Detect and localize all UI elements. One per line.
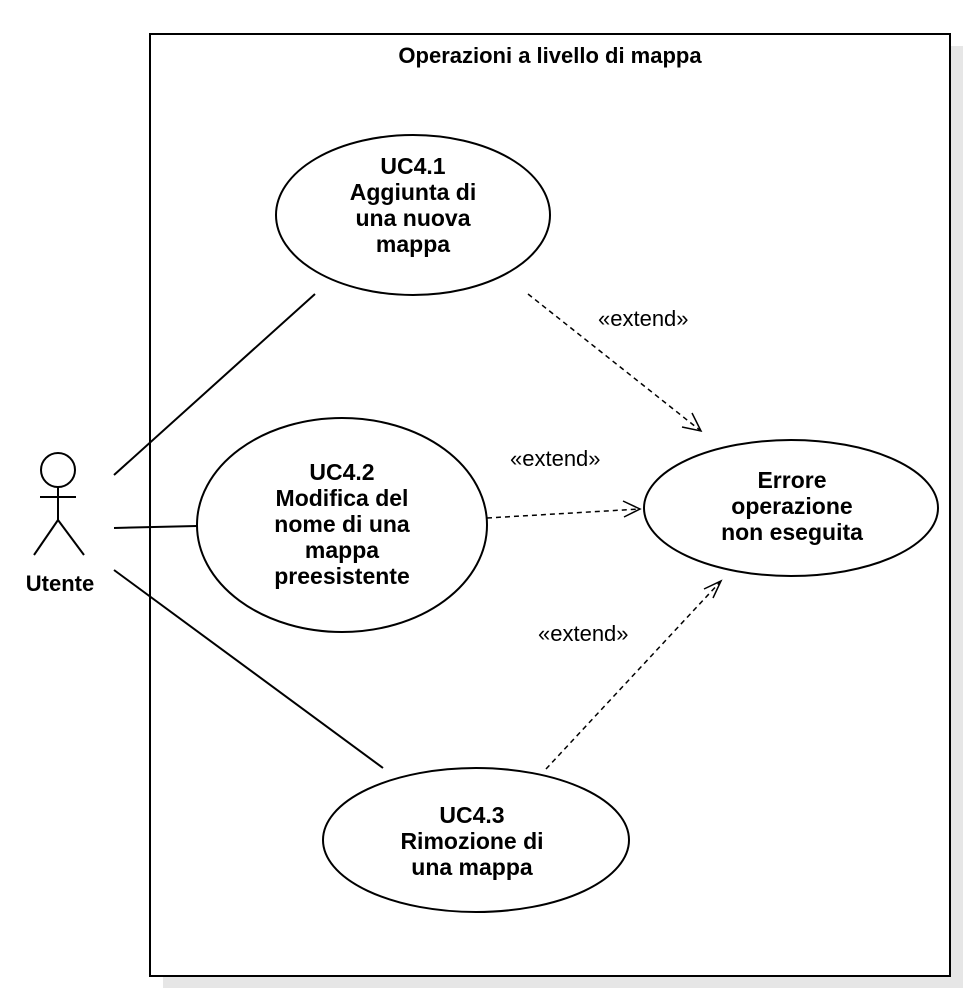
actor-label: Utente — [25, 571, 95, 596]
uc42-line-3: nome di una — [274, 511, 410, 537]
actor-left-leg — [33, 519, 59, 556]
association-uc42 — [113, 525, 198, 529]
association-uc43 — [113, 569, 384, 769]
use-case-uc42-label: UC4.2 Modifica del nome di una mappa pre… — [212, 459, 472, 589]
error-line-3: non eseguita — [721, 519, 863, 545]
extend-arrowhead-uc42 — [622, 500, 642, 518]
association-uc41 — [113, 293, 316, 476]
uc43-line-2: Rimozione di — [400, 828, 544, 854]
actor-head — [40, 452, 76, 488]
error-line-1: Errore — [757, 467, 827, 493]
extend-line-uc43 — [545, 580, 722, 770]
error-line-2: operazione — [731, 493, 853, 519]
extend-label-uc41: «extend» — [598, 306, 689, 331]
extend-line-uc41 — [527, 293, 702, 432]
uc43-line-1: UC4.3 — [439, 802, 505, 828]
use-case-error — [643, 439, 939, 577]
extend-arrowhead-uc41 — [681, 412, 703, 433]
uc42-line-5: preesistente — [274, 563, 410, 589]
use-case-uc42 — [196, 417, 488, 633]
uc41-line-2: Aggiunta di — [349, 179, 477, 205]
extend-label-uc42: «extend» — [510, 446, 601, 471]
use-case-uc41-label: UC4.1 Aggiunta di una nuova mappa — [283, 153, 543, 257]
use-case-error-label: Errore operazione non eseguita — [662, 467, 922, 545]
actor-figure — [33, 452, 85, 556]
uc42-line-1: UC4.2 — [309, 459, 375, 485]
uc41-line-4: mappa — [375, 231, 451, 257]
boundary-title: Operazioni a livello di mappa — [398, 43, 702, 68]
extend-label-uc43: «extend» — [538, 621, 629, 646]
extend-line-uc42 — [486, 508, 641, 519]
uc42-line-2: Modifica del — [275, 485, 409, 511]
extend-arrowhead-uc43 — [703, 579, 723, 599]
uc42-line-4: mappa — [304, 537, 380, 563]
use-case-uc43 — [322, 767, 630, 913]
uc41-line-1: UC4.1 — [380, 153, 446, 179]
uc41-line-3: una nuova — [355, 205, 471, 231]
actor-right-leg — [57, 519, 85, 556]
use-case-uc41 — [275, 134, 551, 296]
use-case-uc43-label: UC4.3 Rimozione di una mappa — [342, 802, 602, 880]
uc43-line-3: una mappa — [411, 854, 533, 880]
